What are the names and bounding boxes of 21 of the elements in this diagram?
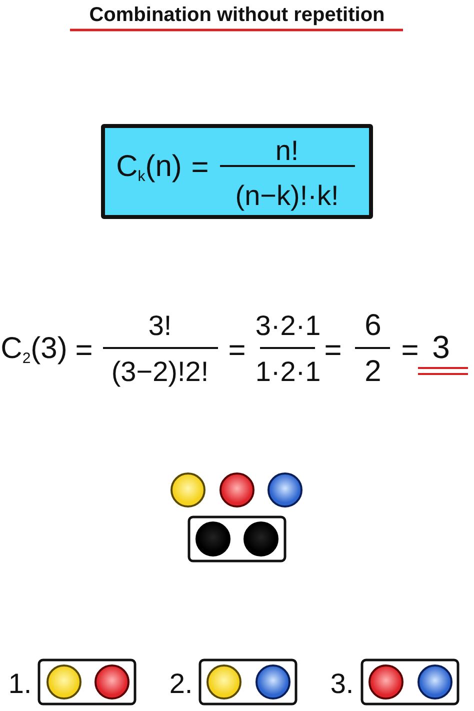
formula-lhs: C$_{k}$(n) [116, 152, 182, 184]
title: Combination without repetition [89, 5, 385, 25]
numerator: 3·2·1 [255, 312, 321, 340]
equals-sign: = [75, 336, 93, 366]
result: 3 [432, 331, 450, 363]
denominator: 1·2·1 [255, 358, 321, 386]
option-number: 3. [330, 670, 354, 698]
denominator: 2 [364, 357, 382, 387]
equals-sign: = [324, 336, 342, 366]
formula-box [101, 124, 373, 219]
numerator: n! [275, 137, 299, 165]
denominator: (n−k)!·k! [235, 182, 339, 210]
equals-sign: = [228, 336, 246, 366]
option-number: 2. [169, 670, 193, 698]
equals-sign: = [191, 153, 209, 183]
equation-lhs: C$_{2}$(3) [0, 334, 68, 366]
numerator: 6 [364, 311, 382, 341]
option-number: 1. [8, 670, 32, 698]
equals-sign: = [401, 336, 419, 366]
numerator: 3! [148, 312, 172, 340]
denominator: (3−2)!2! [111, 358, 209, 386]
